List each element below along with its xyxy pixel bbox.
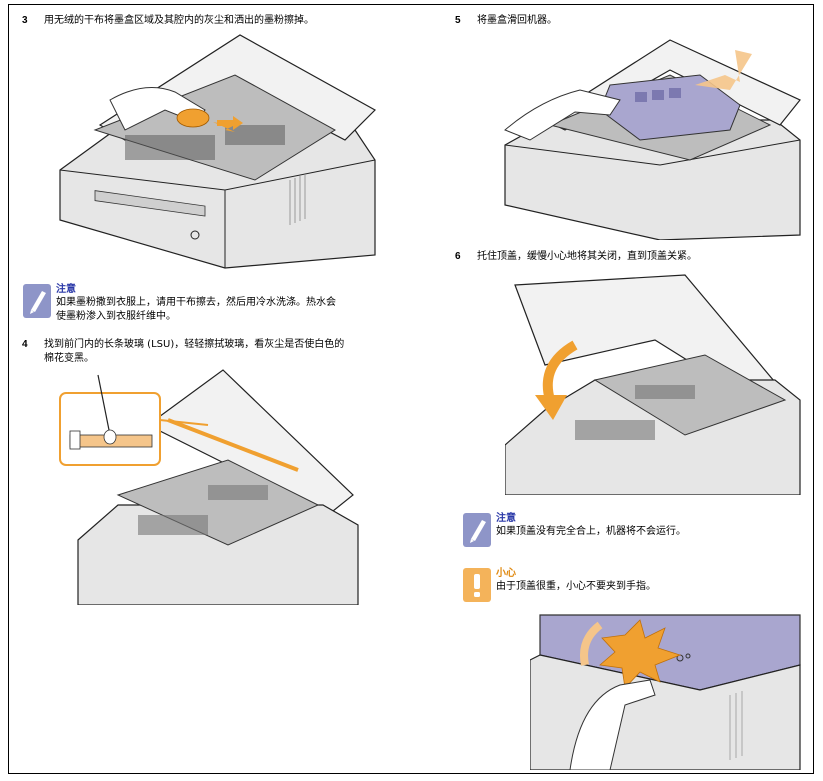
caution-heavy-cover: 小心 由于顶盖很重，小心不要夹到手指。 [462, 567, 802, 607]
note-body: 如果顶盖没有完全合上，机器将不会运行。 [496, 526, 686, 537]
step-text: 托住顶盖，缓慢小心地将其关闭，直到顶盖关紧。 [477, 251, 697, 262]
illustration-insert-cartridge [504, 39, 801, 240]
note-title: 注意 [56, 284, 76, 295]
note-pencil-icon [463, 513, 491, 547]
note-title: 注意 [496, 513, 516, 524]
step-5: 5 将墨盒滑回机器。 [455, 14, 805, 30]
page-frame [8, 4, 814, 774]
note-pencil-icon [23, 284, 51, 318]
caution-exclamation-icon [463, 568, 491, 602]
note-toner-clothes: 注意 如果墨粉撒到衣服上，请用干布擦去，然后用冷水洗涤。热水会 使墨粉渗入到衣服… [22, 283, 412, 327]
step-3: 3 用无绒的干布将墨盒区域及其腔内的灰尘和洒出的墨粉擦掉。 [22, 14, 412, 30]
step-number: 5 [455, 15, 461, 26]
illustration-clean-cartridge-area [59, 34, 376, 269]
step-6: 6 托住顶盖，缓慢小心地将其关闭，直到顶盖关紧。 [455, 250, 805, 266]
caution-body: 由于顶盖很重，小心不要夹到手指。 [496, 581, 656, 592]
illustration-close-top-cover [505, 274, 801, 495]
note-body: 如果墨粉撒到衣服上，请用干布擦去，然后用冷水洗涤。热水会 使墨粉渗入到衣服纤维中… [56, 297, 336, 322]
illustration-clean-lsu-glass [59, 369, 359, 605]
step-number: 6 [455, 251, 461, 262]
illustration-finger-pinch-warning [530, 614, 801, 770]
note-cover-closed: 注意 如果顶盖没有完全合上，机器将不会运行。 [462, 512, 802, 552]
step-number: 3 [22, 15, 28, 26]
caution-title: 小心 [496, 568, 516, 579]
step-number: 4 [22, 339, 28, 350]
step-4: 4 找到前门内的长条玻璃 (LSU)，轻轻擦拭玻璃，看灰尘是否使白色的 棉花变黑… [22, 338, 412, 368]
step-text: 将墨盒滑回机器。 [477, 15, 557, 26]
step-text: 用无绒的干布将墨盒区域及其腔内的灰尘和洒出的墨粉擦掉。 [44, 15, 314, 26]
step-text: 找到前门内的长条玻璃 (LSU)，轻轻擦拭玻璃，看灰尘是否使白色的 棉花变黑。 [44, 339, 345, 364]
